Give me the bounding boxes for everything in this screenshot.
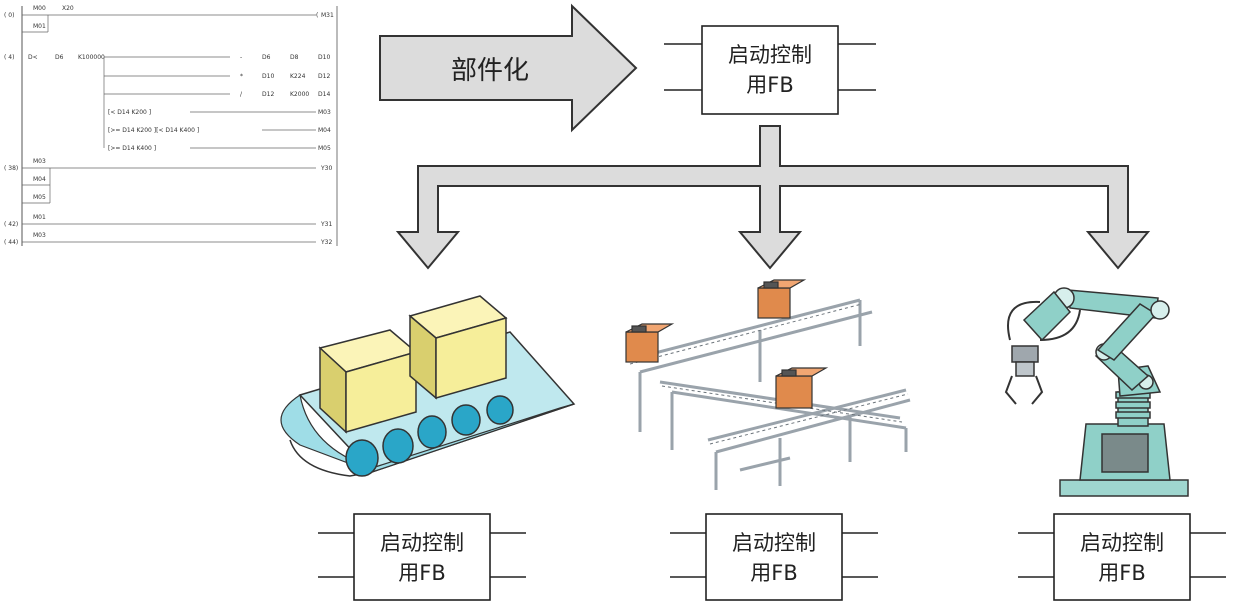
svg-text:启动控制: 启动控制 [732,531,816,555]
ladder-step-42: ( 42) [4,221,18,228]
svg-text:K100000: K100000 [78,54,105,61]
svg-text:用FB: 用FB [746,73,794,97]
svg-text:M04: M04 [33,176,46,183]
svg-text:用FB: 用FB [398,561,446,585]
svg-text:D<: D< [28,54,38,61]
svg-text:Y30: Y30 [320,165,332,172]
svg-text:用FB: 用FB [750,561,798,585]
fb-block-instance-3: 启动控制 用FB [1018,513,1226,601]
fb-block-main: 启动控制 用FB [664,25,876,115]
svg-text:D12: D12 [318,73,330,80]
conveyor-illustration [280,295,576,477]
svg-text:M01: M01 [33,23,46,30]
svg-text:D8: D8 [290,54,299,61]
svg-text:启动控制: 启动控制 [728,43,812,67]
ladder-program: ( 0) ( 4) ( 38) ( 42) ( 44) M00 X20 M01 … [4,5,338,246]
componentize-arrow: 部件化 [379,3,638,133]
svg-text:D6: D6 [262,54,271,61]
fb-block-instance-1: 启动控制 用FB [318,513,526,601]
svg-text:M05: M05 [33,194,46,201]
robot-arm-illustration [1004,287,1189,497]
ladder-step-44: ( 44) [4,239,18,246]
svg-text:/: / [240,91,243,98]
svg-text:D14: D14 [318,91,330,98]
svg-text:-: - [240,54,242,61]
componentize-label: 部件化 [451,56,529,86]
svg-text:M31: M31 [321,12,334,19]
svg-text:[< D14 K200 ]: [< D14 K200 ] [108,109,151,116]
svg-text:[>= D14 K400 ]: [>= D14 K400 ] [108,145,156,152]
svg-text:M00: M00 [33,5,46,12]
ladder-step-0: ( 0) [4,12,14,19]
svg-text:M05: M05 [318,145,331,152]
distribution-arrow [395,125,1151,270]
svg-text:X20: X20 [62,5,74,12]
svg-text:D12: D12 [262,91,274,98]
svg-text:用FB: 用FB [1098,561,1146,585]
svg-text:K224: K224 [290,73,306,80]
fb-block-instance-2: 启动控制 用FB [670,513,878,601]
svg-text:D10: D10 [318,54,330,61]
svg-text:(: ( [316,12,318,19]
svg-text:D10: D10 [262,73,274,80]
svg-text:K2000: K2000 [290,91,309,98]
svg-text:Y31: Y31 [320,221,332,228]
svg-text:Y32: Y32 [320,239,332,246]
svg-text:M03: M03 [33,232,46,239]
assembly-line-illustration [625,279,911,490]
svg-text:启动控制: 启动控制 [380,531,464,555]
svg-text:启动控制: 启动控制 [1080,531,1164,555]
svg-text:[>= D14 K200 ][< D14 K400: [>= D14 K200 ][< D14 K400 ] [108,127,199,134]
ladder-step-38: ( 38) [4,165,18,172]
svg-text:D6: D6 [55,54,64,61]
svg-text:*: * [240,73,243,80]
ladder-step-4: ( 4) [4,54,14,61]
svg-text:M01: M01 [33,214,46,221]
svg-text:M04: M04 [318,127,331,134]
svg-text:M03: M03 [33,158,46,165]
svg-text:M03: M03 [318,109,331,116]
